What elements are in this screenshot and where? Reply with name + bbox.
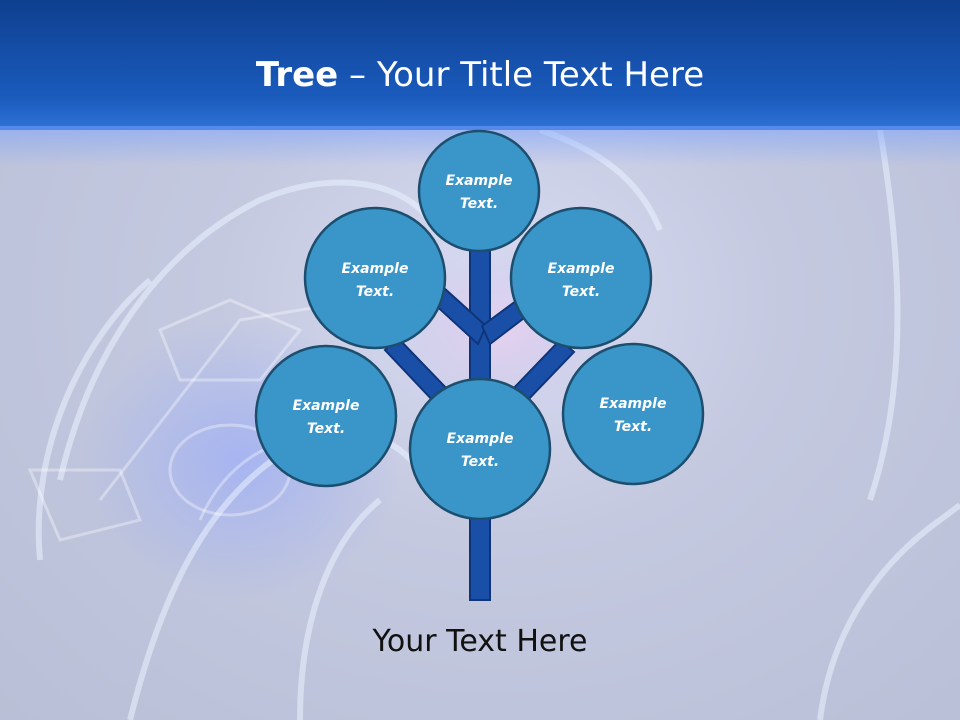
node-label-line1: Example <box>447 431 514 447</box>
header-bar <box>0 0 960 130</box>
node-label-line1: Example <box>293 398 360 414</box>
node-label-line1: Example <box>600 396 667 412</box>
node-label-line2: Text. <box>356 284 394 300</box>
node-label-line2: Text. <box>307 421 345 437</box>
title-separator: – <box>338 55 377 95</box>
node-label-line2: Text. <box>562 284 600 300</box>
tree-node-lower-left[interactable]: Example Text. <box>254 344 398 488</box>
title-rest: Your Title Text Here <box>376 55 705 95</box>
node-label-line1: Example <box>548 261 615 277</box>
tree-node-center[interactable]: Example Text. <box>408 377 552 521</box>
node-label-line2: Text. <box>614 419 652 435</box>
tree-node-upper-left[interactable]: Example Text. <box>303 206 447 350</box>
footer-text[interactable]: Your Text Here <box>372 624 588 659</box>
slide-title[interactable]: Tree – Your Title Text Here <box>0 52 960 98</box>
tree-node-top[interactable]: Example Text. <box>417 129 541 253</box>
node-label-line2: Text. <box>460 196 498 212</box>
node-label-line1: Example <box>342 261 409 277</box>
tree-node-lower-right[interactable]: Example Text. <box>561 342 705 486</box>
tree-node-upper-right[interactable]: Example Text. <box>509 206 653 350</box>
node-label-line1: Example <box>446 173 513 189</box>
title-bold: Tree <box>255 55 339 95</box>
node-label-line2: Text. <box>461 454 499 470</box>
